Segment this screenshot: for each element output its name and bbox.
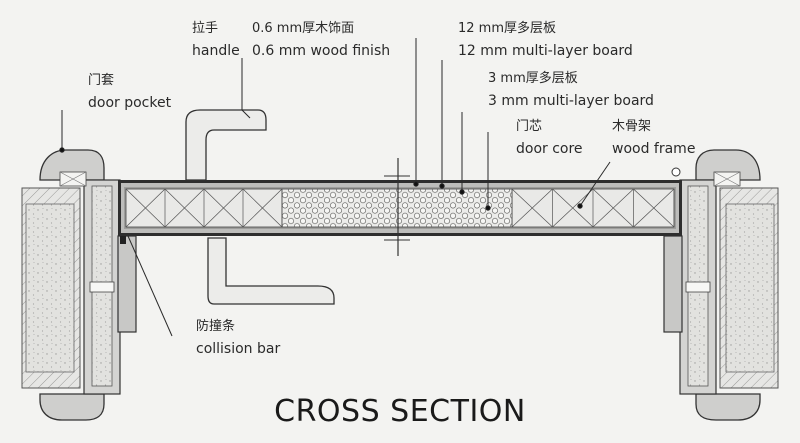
label-wood-finish-en: 0.6 mm wood finish bbox=[252, 43, 391, 59]
label-board-3mm: 3 mm厚多层板 3 mm multi-layer board bbox=[488, 70, 654, 110]
leader-lines bbox=[59, 38, 611, 337]
label-handle-zh: 拉手 bbox=[192, 21, 219, 36]
label-collision-bar-en: collision bar bbox=[196, 341, 281, 357]
right-jamb bbox=[663, 149, 779, 421]
label-wood-finish-zh: 0.6 mm厚木饰面 bbox=[252, 21, 355, 36]
handle-top bbox=[185, 109, 267, 181]
label-door-pocket: 门套 door pocket bbox=[88, 72, 171, 112]
handle-bottom bbox=[207, 237, 335, 305]
label-board-12mm-en: 12 mm multi-layer board bbox=[458, 43, 633, 59]
left-casing-bottom bbox=[39, 393, 105, 421]
label-wood-frame: 木骨架 wood frame bbox=[612, 118, 695, 158]
label-board-12mm: 12 mm厚多层板 12 mm multi-layer board bbox=[458, 20, 633, 60]
right-door-stop bbox=[663, 235, 683, 333]
handle-shape bbox=[185, 109, 410, 305]
label-board-3mm-en: 3 mm multi-layer board bbox=[488, 93, 654, 109]
label-handle: 拉手 handle bbox=[192, 20, 240, 60]
label-door-pocket-en: door pocket bbox=[88, 95, 172, 111]
label-handle-en: handle bbox=[192, 43, 240, 59]
collision-bar-strip bbox=[120, 236, 126, 244]
door-leaf bbox=[118, 180, 682, 236]
label-wood-finish: 0.6 mm厚木饰面 0.6 mm wood finish bbox=[252, 20, 390, 60]
label-collision-bar: 防撞条 collision bar bbox=[196, 318, 280, 358]
right-casing-top bbox=[695, 149, 761, 181]
left-casing-top bbox=[39, 149, 105, 181]
wood-frame-braces bbox=[125, 188, 675, 228]
label-door-core: 门芯 door core bbox=[516, 118, 583, 158]
door-core-honeycomb bbox=[281, 188, 513, 228]
label-door-pocket-zh: 门套 bbox=[88, 73, 115, 88]
left-jamb bbox=[21, 149, 137, 421]
label-door-core-zh: 门芯 bbox=[516, 119, 543, 134]
hinge-marker bbox=[671, 167, 681, 177]
label-door-core-en: door core bbox=[516, 141, 583, 157]
label-wood-frame-en: wood frame bbox=[612, 141, 696, 157]
label-collision-bar-zh: 防撞条 bbox=[196, 319, 236, 334]
label-wood-frame-zh: 木骨架 bbox=[612, 119, 652, 134]
label-board-3mm-zh: 3 mm厚多层板 bbox=[488, 71, 578, 86]
label-board-12mm-zh: 12 mm厚多层板 bbox=[458, 21, 557, 36]
right-casing-bottom bbox=[695, 393, 761, 421]
diagram-caption: CROSS SECTION bbox=[274, 394, 526, 429]
left-door-stop bbox=[117, 235, 137, 333]
